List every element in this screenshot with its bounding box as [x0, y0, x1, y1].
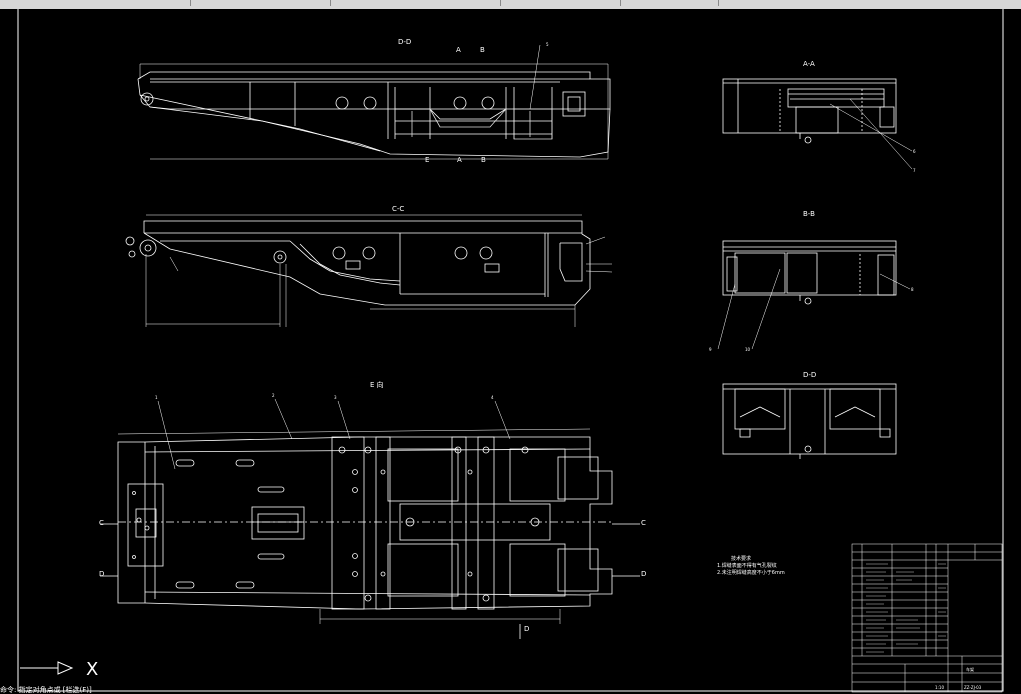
part-number: 7	[913, 168, 916, 173]
view-title-dd: D-D	[398, 38, 412, 46]
view-e-plan	[100, 398, 640, 639]
technical-notes: 技术要求 1.焊缝表面不得有气孔裂纹 2.未注明焊缝高度不小于6mm	[717, 556, 785, 577]
section-mark-a: A	[456, 46, 461, 54]
section-mark-d: D	[99, 570, 105, 578]
drawing-sheet	[17, 9, 1004, 693]
section-mark-b: B	[481, 156, 486, 164]
part-number: 4	[491, 395, 494, 400]
toolbar-tab[interactable]	[190, 0, 331, 6]
view-title-cc: C-C	[392, 205, 405, 213]
title-block-scale: 1:10	[935, 685, 944, 690]
toolbar-tab[interactable]	[500, 0, 621, 6]
drawing-canvas[interactable]: D-D C-C A-A B-B D-D E 向 A B E A B C C D …	[0, 9, 1021, 694]
notes-title: 技术要求	[731, 556, 752, 562]
part-number: 8	[911, 287, 914, 292]
part-number: 2	[272, 393, 275, 398]
section-mark-b: B	[480, 46, 485, 54]
title-block-name: 车架	[966, 667, 974, 672]
ucs-icon	[20, 661, 74, 675]
command-line[interactable]: 命令: 指定对角点或 [栏选(F)]	[0, 686, 92, 694]
view-dd-elevation	[137, 44, 611, 160]
view-title-dd-right: D-D	[803, 371, 817, 379]
part-number: 5	[546, 42, 549, 47]
toolbar-strip	[0, 0, 1021, 9]
section-mark-c: C	[99, 519, 104, 527]
view-aa-section	[722, 78, 913, 170]
part-number: 9	[709, 347, 712, 352]
tb-data	[866, 563, 946, 653]
section-mark-c: C	[641, 519, 646, 527]
part-number: 10	[745, 347, 751, 352]
view-title-plan: E 向	[370, 381, 384, 389]
sheet-border	[17, 9, 1004, 692]
view-title-aa: A-A	[803, 60, 815, 68]
notes-line: 1.焊缝表面不得有气孔裂纹	[717, 563, 777, 569]
part-number: 1	[155, 395, 158, 400]
toolbar-tab[interactable]	[330, 0, 501, 6]
section-mark-e: E	[425, 156, 430, 164]
section-mark-d: D	[524, 625, 530, 633]
ucs-x-label: X	[86, 659, 99, 680]
toolbar-tab[interactable]	[620, 0, 719, 6]
view-cc-elevation	[125, 214, 613, 327]
title-block-drawing-no: ZZ-ZJ-03	[964, 685, 982, 690]
section-mark-a: A	[457, 156, 462, 164]
toolbar-tab[interactable]	[0, 0, 191, 6]
title-block-grid	[851, 543, 1003, 693]
notes-line: 2.未注明焊缝高度不小于6mm	[717, 570, 785, 576]
part-number: 3	[334, 395, 337, 400]
view-title-bb: B-B	[803, 210, 815, 218]
view-dd-section	[722, 383, 897, 459]
view-bb-section	[717, 240, 911, 350]
section-mark-d: D	[641, 570, 647, 578]
part-number: 6	[913, 149, 916, 154]
